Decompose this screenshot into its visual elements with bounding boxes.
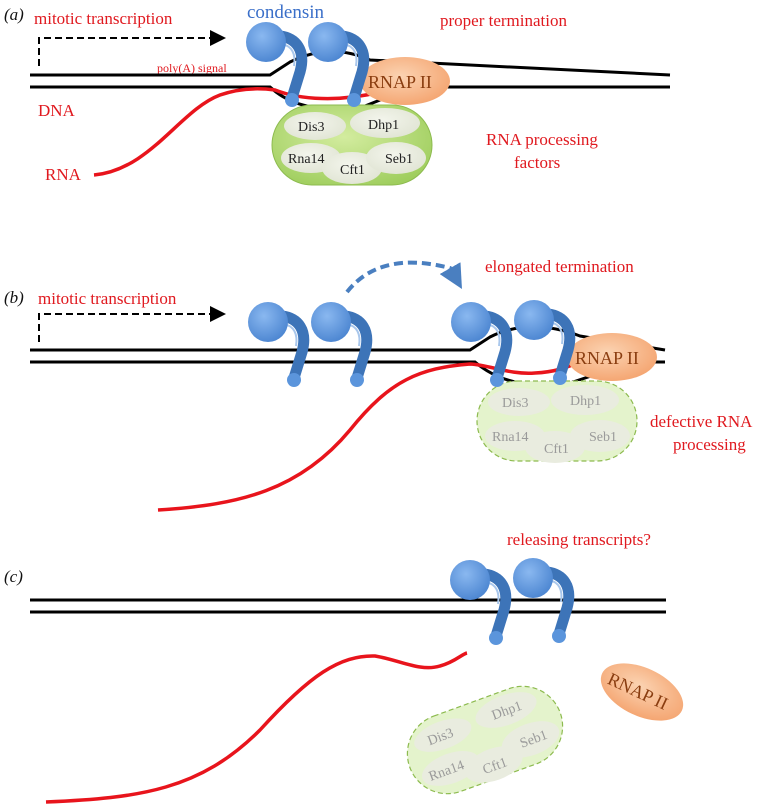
factor-seb1-label-b: Seb1 bbox=[589, 430, 617, 445]
factor-dis3-label-b: Dis3 bbox=[502, 396, 528, 411]
panel-b: (b) mitotic transcription elongated term… bbox=[4, 257, 753, 512]
rna-strand-a bbox=[93, 87, 381, 177]
rnap-ii-label-a: RNAP II bbox=[368, 72, 432, 92]
rna-processing-complex-b: Dis3 Dhp1 Rna14 Cft1 Seb1 bbox=[476, 380, 638, 463]
rna-processing-label-line1: RNA processing bbox=[486, 130, 598, 149]
rna-processing-complex-a: Dis3 Dhp1 Rna14 Cft1 Seb1 bbox=[271, 104, 433, 186]
factor-cft1-label-b: Cft1 bbox=[544, 442, 569, 457]
condensin-molecule-a1 bbox=[246, 22, 302, 107]
condensin-molecule-b2 bbox=[311, 302, 367, 387]
dna-top-strand-a bbox=[30, 50, 671, 77]
panel-label-b: (b) bbox=[4, 288, 24, 307]
releasing-transcripts-label: releasing transcripts? bbox=[507, 530, 651, 549]
defective-processing-label-line2: processing bbox=[673, 435, 746, 454]
transcription-arrow-b bbox=[38, 306, 226, 342]
rnap-ii-label-b: RNAP II bbox=[575, 348, 639, 368]
elongated-termination-label: elongated termination bbox=[485, 257, 634, 276]
rna-processing-complex-c: Dis3 Dhp1 Rna14 Cft1 Seb1 bbox=[406, 685, 564, 795]
panel-label-c: (c) bbox=[4, 567, 23, 586]
factor-dhp1-label: Dhp1 bbox=[368, 118, 399, 133]
factor-dhp1 bbox=[350, 108, 420, 138]
factor-seb1 bbox=[366, 142, 426, 174]
rna-strand-b bbox=[157, 360, 581, 512]
condensin-molecule-b1 bbox=[248, 302, 304, 387]
mitotic-transcription-label-a: mitotic transcription bbox=[34, 9, 173, 28]
factor-dis3-label: Dis3 bbox=[298, 120, 324, 135]
defective-processing-label-line1: defective RNA bbox=[650, 412, 753, 431]
factor-cft1-label: Cft1 bbox=[340, 163, 365, 178]
condensin-molecule-a2 bbox=[308, 22, 364, 107]
factor-rna14-label: Rna14 bbox=[288, 152, 325, 167]
factor-dhp1-label-b: Dhp1 bbox=[570, 394, 601, 409]
proper-termination-label: proper termination bbox=[440, 11, 567, 30]
panel-a: (a) mitotic transcription condensin prop… bbox=[4, 2, 671, 186]
transcription-arrow-a bbox=[38, 30, 226, 66]
rna-strand-c bbox=[45, 651, 468, 804]
rnap-ii-a: RNAP II bbox=[360, 57, 450, 105]
panel-c: (c) releasing transcripts? Dis3 Dhp1 Rna… bbox=[4, 530, 684, 804]
rna-label: RNA bbox=[45, 165, 82, 184]
condensin-relocation-arrow bbox=[345, 260, 462, 294]
rnap-ii-c: RNAP II bbox=[600, 663, 684, 721]
factor-seb1-label: Seb1 bbox=[385, 152, 413, 167]
condensin-label: condensin bbox=[247, 2, 325, 23]
polya-signal-label: poly(A) signal bbox=[157, 61, 227, 75]
rnap-ii-b: RNAP II bbox=[567, 333, 657, 381]
factor-dis3 bbox=[284, 112, 346, 140]
factor-rna14-label-b: Rna14 bbox=[492, 430, 529, 445]
dna-label: DNA bbox=[38, 101, 76, 120]
panel-label-a: (a) bbox=[4, 5, 24, 24]
mitotic-transcription-label-b: mitotic transcription bbox=[38, 289, 177, 308]
rna-processing-label-line2: factors bbox=[514, 153, 560, 172]
condensin-molecule-c1 bbox=[450, 560, 506, 645]
